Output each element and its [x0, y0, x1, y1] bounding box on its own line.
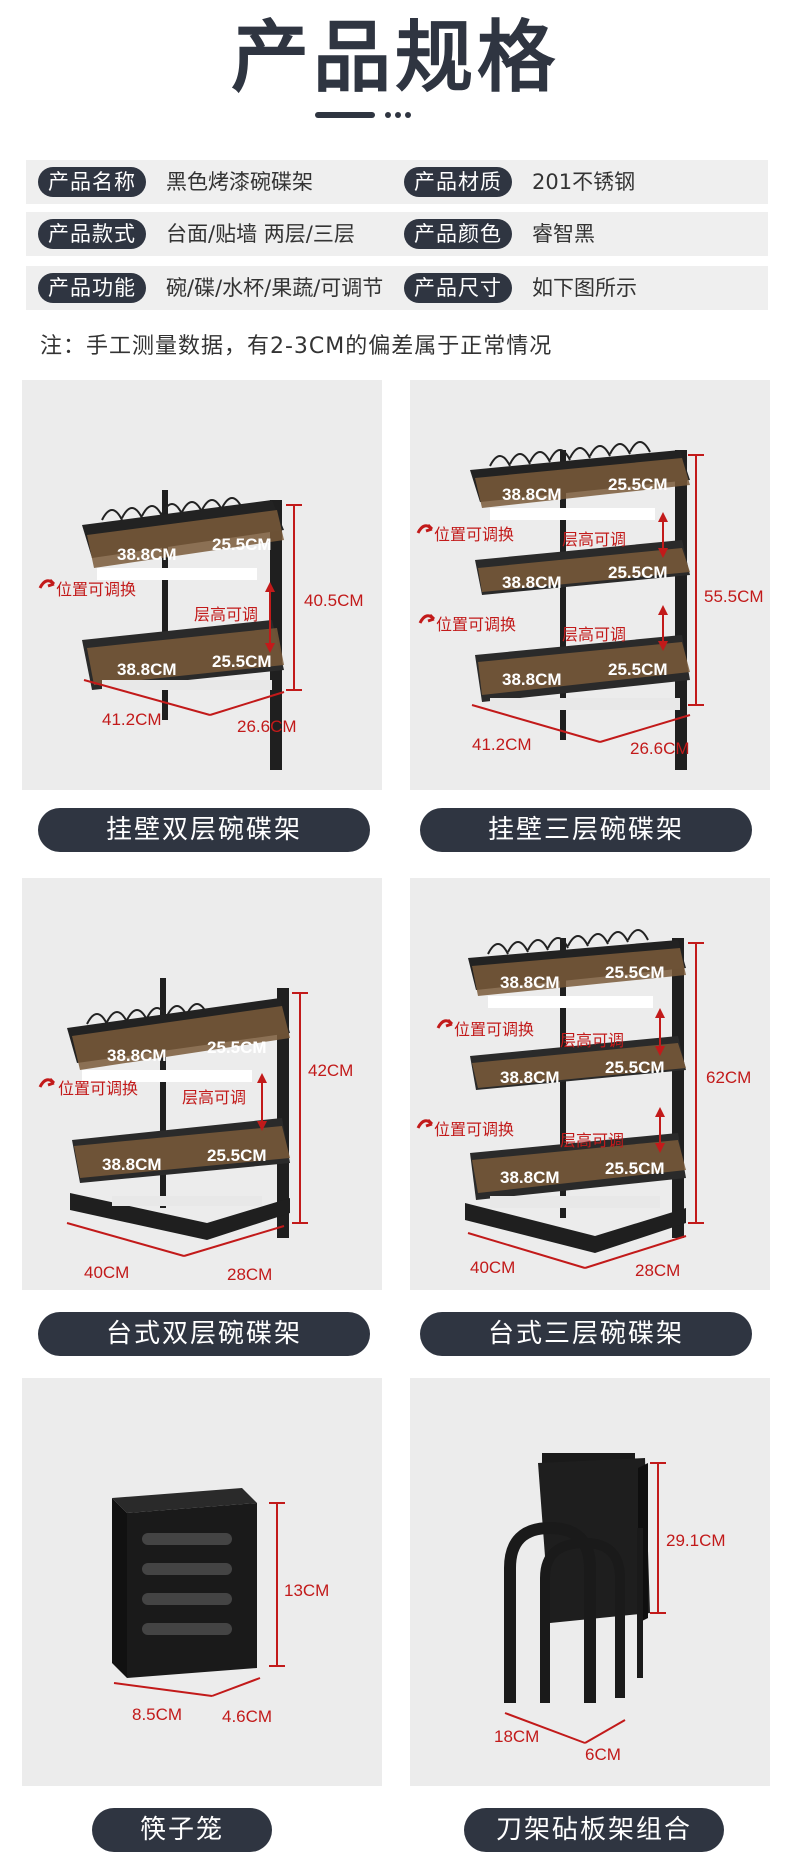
- spec-value: 如下图所示: [532, 276, 637, 300]
- adjust-height-label: 层高可调: [560, 1131, 624, 1150]
- dim-height: 62CM: [706, 1068, 751, 1087]
- product-image-chopstick-holder: 13CM 8.5CM 4.6CM: [22, 1378, 382, 1786]
- dim-depth: 28CM: [227, 1265, 272, 1284]
- spec-row-style: 产品款式 台面/贴墙 两层/三层 产品颜色 睿智黑: [26, 212, 768, 256]
- tray-dim-a: 38.8CM: [500, 973, 560, 992]
- adjust-height-label: 层高可调: [562, 625, 626, 644]
- dim-length: 41.2CM: [102, 710, 162, 729]
- spec-label: 产品材质: [404, 167, 512, 197]
- dim-length: 40CM: [470, 1258, 515, 1277]
- spec-label: 产品尺寸: [404, 273, 512, 303]
- rotate-arrow-icon: [416, 1118, 434, 1129]
- adjust-position-label: 位置可调换: [56, 580, 136, 599]
- tray-dim-a: 38.8CM: [500, 1168, 560, 1187]
- dim-depth: 4.6CM: [222, 1707, 272, 1726]
- tray-dim-b: 25.5CM: [608, 563, 668, 582]
- spec-row-name: 产品名称 黑色烤漆碗碟架 产品材质 201不锈钢: [26, 160, 768, 204]
- spec-value: 睿智黑: [532, 222, 595, 246]
- dim-length: 8.5CM: [132, 1705, 182, 1724]
- product-image-wall-2tier: 38.8CM 25.5CM 38.8CM 25.5CM 位置可调换 层高可调 4…: [22, 380, 382, 790]
- measurement-note: 注：手工测量数据，有2-3CM的偏差属于正常情况: [40, 334, 553, 359]
- rotate-arrow-icon: [38, 578, 56, 589]
- adjust-height-label: 层高可调: [182, 1088, 246, 1107]
- tray-dim-a: 38.8CM: [502, 485, 562, 504]
- rotate-arrow-icon: [416, 523, 434, 534]
- dim-depth: 28CM: [635, 1261, 680, 1280]
- tray-dim-b: 25.5CM: [608, 660, 668, 679]
- dim-height: 40.5CM: [304, 591, 364, 610]
- tray-dim-b: 25.5CM: [605, 1159, 665, 1178]
- tray-dim-b: 25.5CM: [212, 652, 272, 671]
- product-name-knife-rack: 刀架砧板架组合: [464, 1808, 724, 1852]
- adjust-position-label: 位置可调换: [454, 1020, 534, 1039]
- dim-height: 42CM: [308, 1061, 353, 1080]
- spec-label: 产品名称: [38, 167, 146, 197]
- adjust-position-label: 位置可调换: [434, 525, 514, 544]
- adjust-position-label: 位置可调换: [434, 1120, 514, 1139]
- rotate-arrow-icon: [418, 613, 436, 624]
- dim-length: 40CM: [84, 1263, 129, 1282]
- spec-label: 产品款式: [38, 219, 146, 249]
- product-name-counter-2tier: 台式双层碗碟架: [38, 1312, 370, 1356]
- product-image-counter-2tier: 38.8CM 25.5CM 38.8CM 25.5CM 位置可调换 层高可调 4…: [22, 878, 382, 1290]
- page-title: 产品规格: [230, 13, 559, 103]
- tray-dim-a: 38.8CM: [500, 1068, 560, 1087]
- product-image-wall-3tier: 38.8CM 25.5CM 38.8CM 25.5CM 38.8CM 25.5C…: [410, 380, 770, 790]
- tray-dim-b: 25.5CM: [605, 1058, 665, 1077]
- tray-dim-a: 38.8CM: [502, 670, 562, 689]
- tray-dim-a: 38.8CM: [107, 1046, 167, 1065]
- adjust-height-label: 层高可调: [562, 530, 626, 549]
- dim-depth: 26.6CM: [237, 717, 297, 736]
- adjust-position-label: 位置可调换: [436, 615, 516, 634]
- adjust-height-label: 层高可调: [194, 605, 258, 624]
- product-name-wall-2tier: 挂壁双层碗碟架: [38, 808, 370, 852]
- product-image-counter-3tier: 38.8CM 25.5CM 38.8CM 25.5CM 38.8CM 25.5C…: [410, 878, 770, 1290]
- tray-dim-b: 25.5CM: [212, 535, 272, 554]
- tray-dim-b: 25.5CM: [608, 475, 668, 494]
- product-name-chopstick-holder: 筷子笼: [92, 1808, 272, 1852]
- tray-dim-a: 38.8CM: [102, 1155, 162, 1174]
- rotate-arrow-icon: [38, 1077, 56, 1088]
- product-name-wall-3tier: 挂壁三层碗碟架: [420, 808, 752, 852]
- spec-value: 黑色烤漆碗碟架: [166, 170, 313, 194]
- tray-dim-a: 38.8CM: [117, 660, 177, 679]
- product-image-knife-rack: 29.1CM 18CM 6CM: [410, 1378, 770, 1786]
- dim-depth: 26.6CM: [630, 739, 690, 758]
- spec-value: 201不锈钢: [532, 170, 636, 194]
- tray-dim-b: 25.5CM: [207, 1038, 267, 1057]
- spec-value: 碗/碟/水杯/果蔬/可调节: [166, 276, 384, 300]
- spec-label: 产品功能: [38, 273, 146, 303]
- dim-depth: 6CM: [585, 1745, 621, 1764]
- dim-height: 55.5CM: [704, 587, 764, 606]
- dim-length: 41.2CM: [472, 735, 532, 754]
- title-underline: [315, 110, 475, 120]
- spec-row-function: 产品功能 碗/碟/水杯/果蔬/可调节 产品尺寸 如下图所示: [26, 266, 768, 310]
- spec-value: 台面/贴墙 两层/三层: [166, 222, 355, 246]
- tray-dim-b: 25.5CM: [207, 1146, 267, 1165]
- tray-dim-a: 38.8CM: [117, 545, 177, 564]
- rotate-arrow-icon: [436, 1018, 454, 1029]
- product-name-counter-3tier: 台式三层碗碟架: [420, 1312, 752, 1356]
- spec-label: 产品颜色: [404, 219, 512, 249]
- adjust-position-label: 位置可调换: [58, 1079, 138, 1098]
- dim-height: 13CM: [284, 1581, 329, 1600]
- dim-length: 18CM: [494, 1727, 539, 1746]
- dim-height: 29.1CM: [666, 1531, 726, 1550]
- tray-dim-a: 38.8CM: [502, 573, 562, 592]
- adjust-height-label: 层高可调: [560, 1031, 624, 1050]
- tray-dim-b: 25.5CM: [605, 963, 665, 982]
